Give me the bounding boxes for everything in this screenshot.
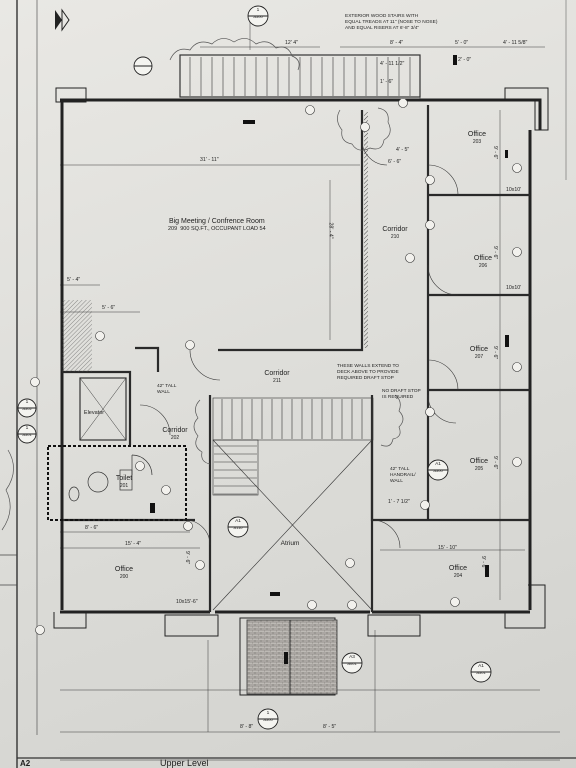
door-tag-marker — [305, 105, 315, 115]
dim-9-6d: 9' - 6" — [492, 455, 499, 470]
interior-stairs — [212, 397, 374, 496]
exterior-stairs — [179, 54, 421, 98]
door-tag-marker — [35, 625, 45, 635]
tall-wall-note: 42" TALL WALL — [157, 384, 177, 395]
page-number: A2 — [20, 759, 31, 768]
door-tag-marker — [425, 175, 435, 185]
exterior-walls — [60, 98, 542, 614]
structure-marks — [150, 55, 509, 664]
entry-landing — [246, 619, 338, 695]
door-tag-marker — [425, 407, 435, 417]
handrail-note: 42" TALL HANDRAIL/ WALL — [390, 467, 416, 484]
room-big-meeting: Big Meeting / Confrence Room 209 900 SQ.… — [168, 218, 266, 232]
room-atrium: Atrium — [280, 540, 300, 547]
dim-9-6a: 9' - 6" — [492, 145, 499, 160]
door-tag-marker — [161, 485, 171, 495]
dim-10x10-a: 10x10' — [506, 187, 522, 193]
door-tag-marker — [195, 560, 205, 570]
tags — [30, 98, 522, 635]
dim-top-12-4: 12' 4" — [285, 40, 298, 46]
dim-9-6e: 9' - 6" — [480, 555, 487, 570]
door-tag-marker — [405, 253, 415, 263]
dim-top-1-6: 1' - 6" — [380, 79, 394, 85]
dim-top-4-11b: 4' - 11 1/2" — [380, 61, 405, 67]
door-tag-marker — [347, 600, 357, 610]
dim-5-6: 5' - 6" — [102, 305, 116, 311]
door-tag-marker — [450, 597, 460, 607]
door-tag-marker — [512, 163, 522, 173]
dim-15-10: 15' - 10" — [438, 545, 457, 551]
landscape-trees — [1, 38, 404, 531]
door-tag-marker — [30, 377, 40, 387]
dim-8-8: 8' - 8" — [240, 724, 254, 730]
door-tag-marker — [95, 331, 105, 341]
section-callouts — [17, 5, 492, 730]
dim-1-7: 1' - 7 1/2" — [388, 499, 410, 505]
door-tag-marker — [307, 600, 317, 610]
door-swings — [139, 139, 459, 549]
door-tag-marker — [135, 461, 145, 471]
dim-8-6: 8' - 6" — [85, 525, 99, 531]
elevator-shaft — [79, 377, 127, 441]
dim-9-0: 9' - 6" — [184, 550, 191, 565]
door-tag-marker — [345, 558, 355, 568]
door-tag-marker — [512, 457, 522, 467]
door-tag-marker — [425, 220, 435, 230]
door-tag-marker — [360, 122, 370, 132]
level-title: Upper Level — [160, 758, 209, 768]
dim-9-6c: 9' - 6" — [492, 345, 499, 360]
dim-31-11: 31' - 11" — [200, 157, 219, 163]
door-tag-marker — [420, 500, 430, 510]
dim-15-4: 15' - 4" — [125, 541, 142, 547]
door-tag-marker — [398, 98, 408, 108]
dim-28-4: 28' - 4" — [327, 222, 334, 239]
dim-top-8-4: 8' - 4" — [390, 40, 404, 46]
room-elevator: Elevator — [83, 410, 105, 416]
dim-6-6: 6' - 6" — [388, 159, 402, 165]
door-tag-marker — [512, 247, 522, 257]
dim-top-2-0: 2' - 0" — [458, 57, 472, 63]
atrium-opening — [212, 439, 373, 611]
dim-8-5: 8' - 5" — [323, 724, 337, 730]
exterior-stairs-note: EXTERIOR WOOD STAIRS WITH EQUAL TREADS A… — [345, 14, 438, 31]
dim-top-4-11: 4' - 11 5/8" — [503, 40, 528, 46]
interior-walls — [62, 105, 530, 612]
dim-5-4: 5' - 4" — [67, 277, 81, 283]
door-tag-marker — [185, 340, 195, 350]
dim-9-6b: 9' - 6" — [492, 245, 499, 260]
draft-stop-note: NO DRAFT STOP IS REQUIRED — [382, 389, 421, 400]
door-tag-marker — [183, 521, 193, 531]
dim-4-5: 4' - 5" — [396, 147, 410, 153]
dim-10x10-b: 10x10' — [506, 285, 522, 291]
dim-10x15: 10x15'-6" — [176, 599, 198, 605]
toilet-room-outline — [47, 445, 187, 521]
door-tag-marker — [512, 362, 522, 372]
dim-top-5-0: 5' - 0" — [455, 40, 469, 46]
walls-extend-note: THESE WALLS EXTEND TO DECK ABOVE TO PROV… — [337, 364, 400, 381]
